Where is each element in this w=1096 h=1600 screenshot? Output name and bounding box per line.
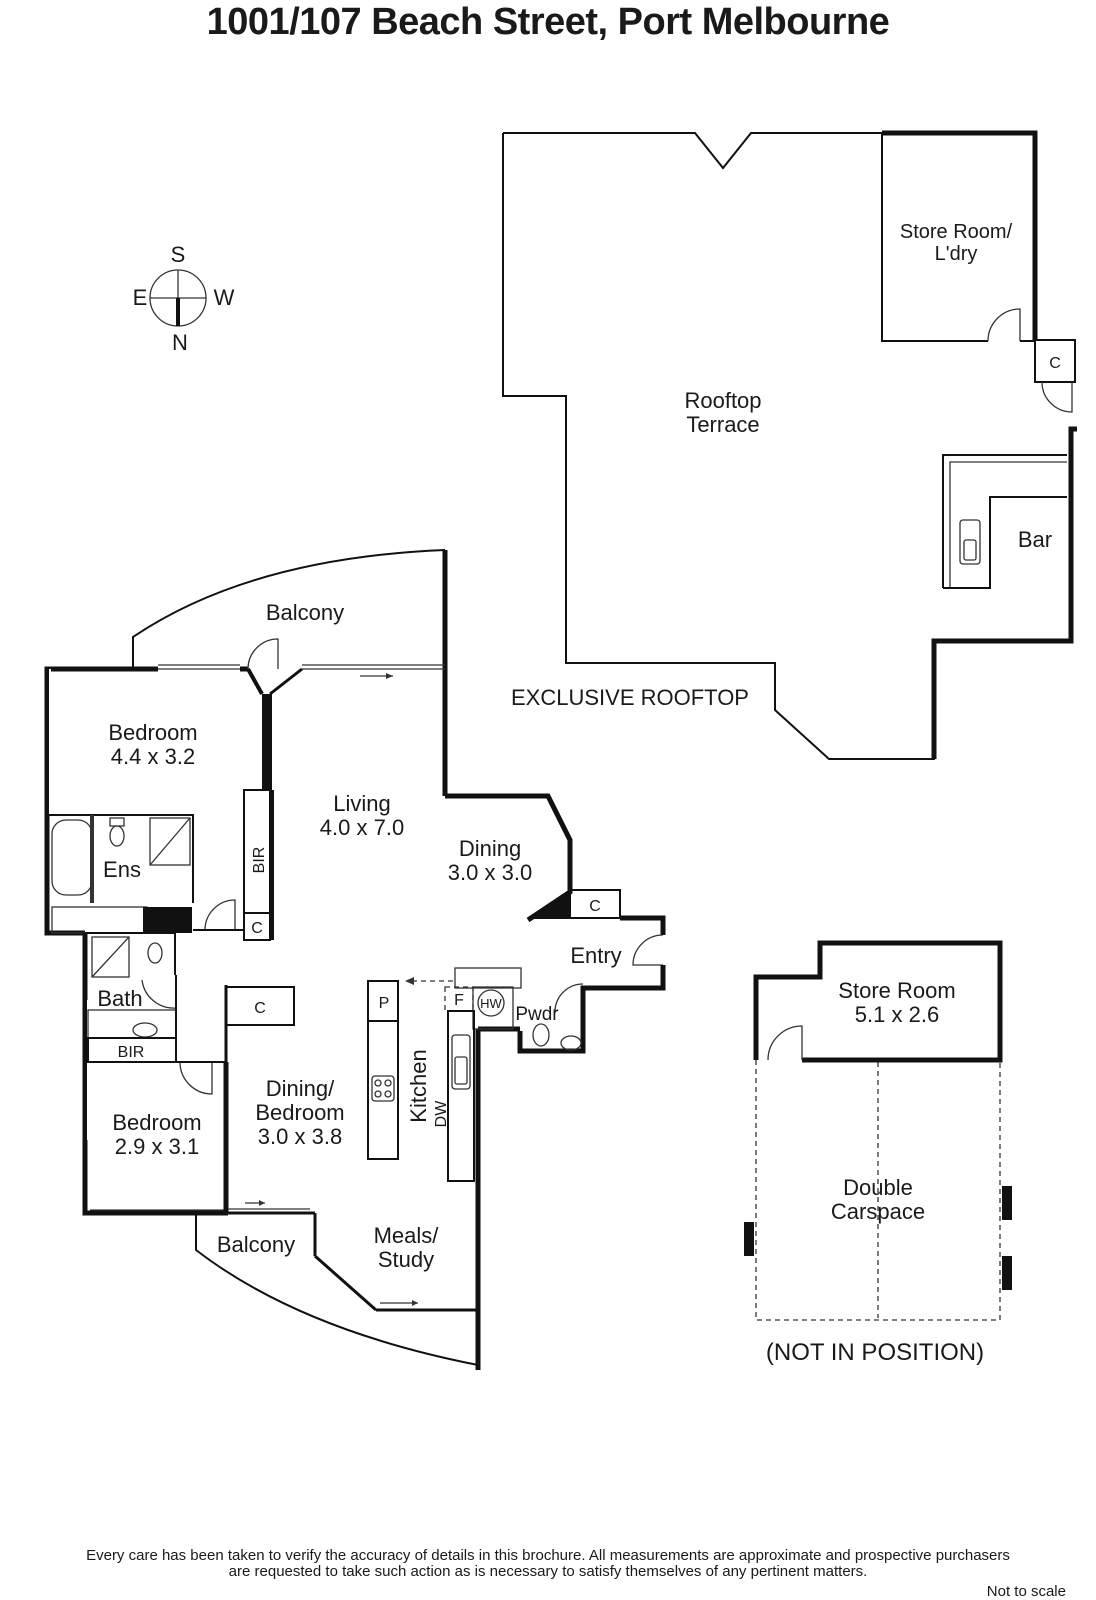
disclaimer-line-2: are requested to take such action as is …: [228, 1563, 868, 1580]
disclaimer-line-1: Every care has been taken to verify the …: [86, 1547, 1010, 1564]
dining-bedroom-label-2: Bedroom: [255, 1100, 344, 1125]
exclusive-rooftop-label: EXCLUSIVE ROOFTOP: [511, 685, 749, 710]
kitchen-label: Kitchen: [406, 1049, 431, 1122]
entry-label: Entry: [570, 943, 621, 968]
meals-study-label-2: Study: [378, 1247, 434, 1272]
rooftop-terrace-label-1: Rooftop: [684, 388, 761, 413]
balcony-top-label: Balcony: [266, 600, 344, 625]
dining-bedroom-label-1: Dining/: [266, 1076, 335, 1101]
dining-size: 3.0 x 3.0: [448, 860, 532, 885]
bar-label: Bar: [1018, 527, 1052, 552]
bedroom1-label: Bedroom: [108, 720, 197, 745]
fridge-label: F: [454, 992, 464, 1009]
apartment-plan: Balcony Bedroom 4.4 x 3.2 Living 4.0 x 7…: [44, 549, 666, 1370]
rooftop-cupboard-label: C: [1049, 355, 1061, 372]
rooftop-plan: Rooftop Terrace Store Room/ L'dry C Bar …: [502, 130, 1077, 760]
store-carspace-plan: Store Room 5.1 x 2.6 Double Carspace (NO…: [744, 940, 1012, 1366]
carspace-label-2: Carspace: [831, 1199, 925, 1224]
bedroom2-label: Bedroom: [112, 1110, 201, 1135]
not-to-scale-note: Not to scale: [986, 1583, 1066, 1600]
compass-south-label: S: [171, 242, 186, 267]
bedroom1-size: 4.4 x 3.2: [111, 744, 195, 769]
entry-cupboard-label: C: [589, 898, 601, 915]
balcony-bottom-label: Balcony: [217, 1232, 295, 1257]
compass-west-label: W: [214, 285, 235, 310]
bedroom2-size: 2.9 x 3.1: [115, 1134, 199, 1159]
dining-label: Dining: [459, 836, 521, 861]
bir1-label: BIR: [251, 847, 268, 874]
dishwasher-label: DW: [433, 1100, 450, 1128]
store-room-size: 5.1 x 2.6: [855, 1002, 939, 1027]
disclaimer: Every care has been taken to verify the …: [0, 1548, 1096, 1580]
cupboard1-label: C: [251, 920, 263, 937]
meals-study-label-1: Meals/: [374, 1223, 440, 1248]
dining-bedroom-size: 3.0 x 3.8: [258, 1124, 342, 1149]
pantry-label: P: [379, 995, 390, 1012]
powder-label: Pwdr: [515, 1004, 559, 1025]
not-in-position-label: (NOT IN POSITION): [766, 1339, 984, 1366]
living-size: 4.0 x 7.0: [320, 815, 404, 840]
carspace-label-1: Double: [843, 1175, 913, 1200]
compass-east-label: E: [133, 285, 148, 310]
rooftop-terrace-label-2: Terrace: [686, 412, 759, 437]
ensuite-label: Ens: [103, 857, 141, 882]
store-room-label: Store Room: [838, 978, 955, 1003]
compass-icon: S E W N: [133, 242, 235, 355]
hot-water-label: HW: [480, 996, 502, 1011]
bath-label: Bath: [97, 986, 142, 1011]
store-laundry-label-2: L'dry: [935, 243, 978, 265]
page-title: 1001/107 Beach Street, Port Melbourne: [206, 1, 890, 43]
bir2-label: BIR: [118, 1044, 145, 1061]
store-laundry-label-1: Store Room/: [900, 221, 1013, 243]
compass-north-label: N: [172, 330, 188, 355]
hall-cupboard-label: C: [254, 1000, 266, 1017]
living-label: Living: [333, 791, 390, 816]
